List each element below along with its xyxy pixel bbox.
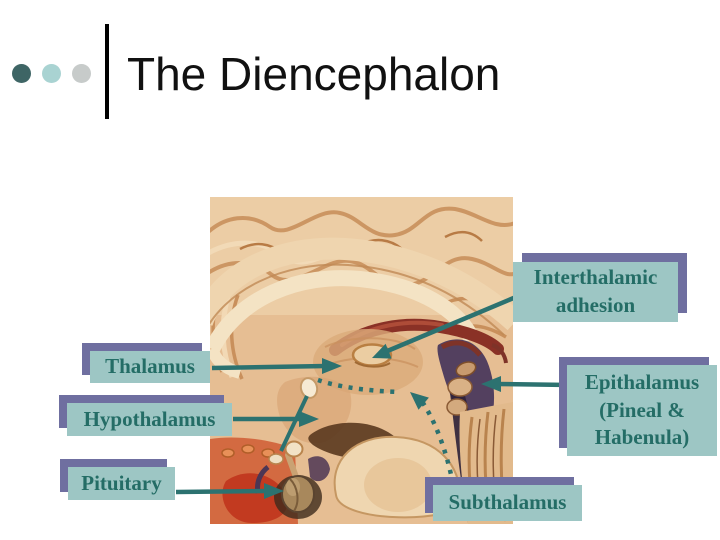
anterior-commissure-shape [299,377,319,399]
label-hypothalamus: Hypothalamus [67,403,232,436]
title-divider-line [105,24,109,119]
label-pituitary-text: Pituitary [81,470,162,495]
label-pituitary: Pituitary [68,467,175,500]
label-interthalamic-adhesion: Interthalamic adhesion [513,262,678,322]
mammillary-body-shape [284,440,304,458]
label-thalamus: Thalamus [90,351,210,383]
label-hypothalamus-text: Hypothalamus [83,406,216,431]
bullet-dot-dark [12,64,31,83]
bullet-dot-gray [72,64,91,83]
label-subthalamus-text: Subthalamus [448,490,567,515]
slide-title: The Diencephalon [127,48,501,100]
interthalamic-adhesion-shape [351,343,393,368]
label-thalamus-text: Thalamus [105,354,195,379]
label-interthalamic-adhesion-text: Interthalamic adhesion [533,265,658,317]
bullet-dot-teal [42,64,61,83]
optic-chiasm-shape [268,453,284,465]
brain-midsagittal-image [210,197,513,524]
label-epithalamus-text: Epithalamus (Pineal & Habenula) [584,369,700,450]
label-subthalamus: Subthalamus [433,485,582,521]
label-epithalamus: Epithalamus (Pineal & Habenula) [567,365,717,456]
